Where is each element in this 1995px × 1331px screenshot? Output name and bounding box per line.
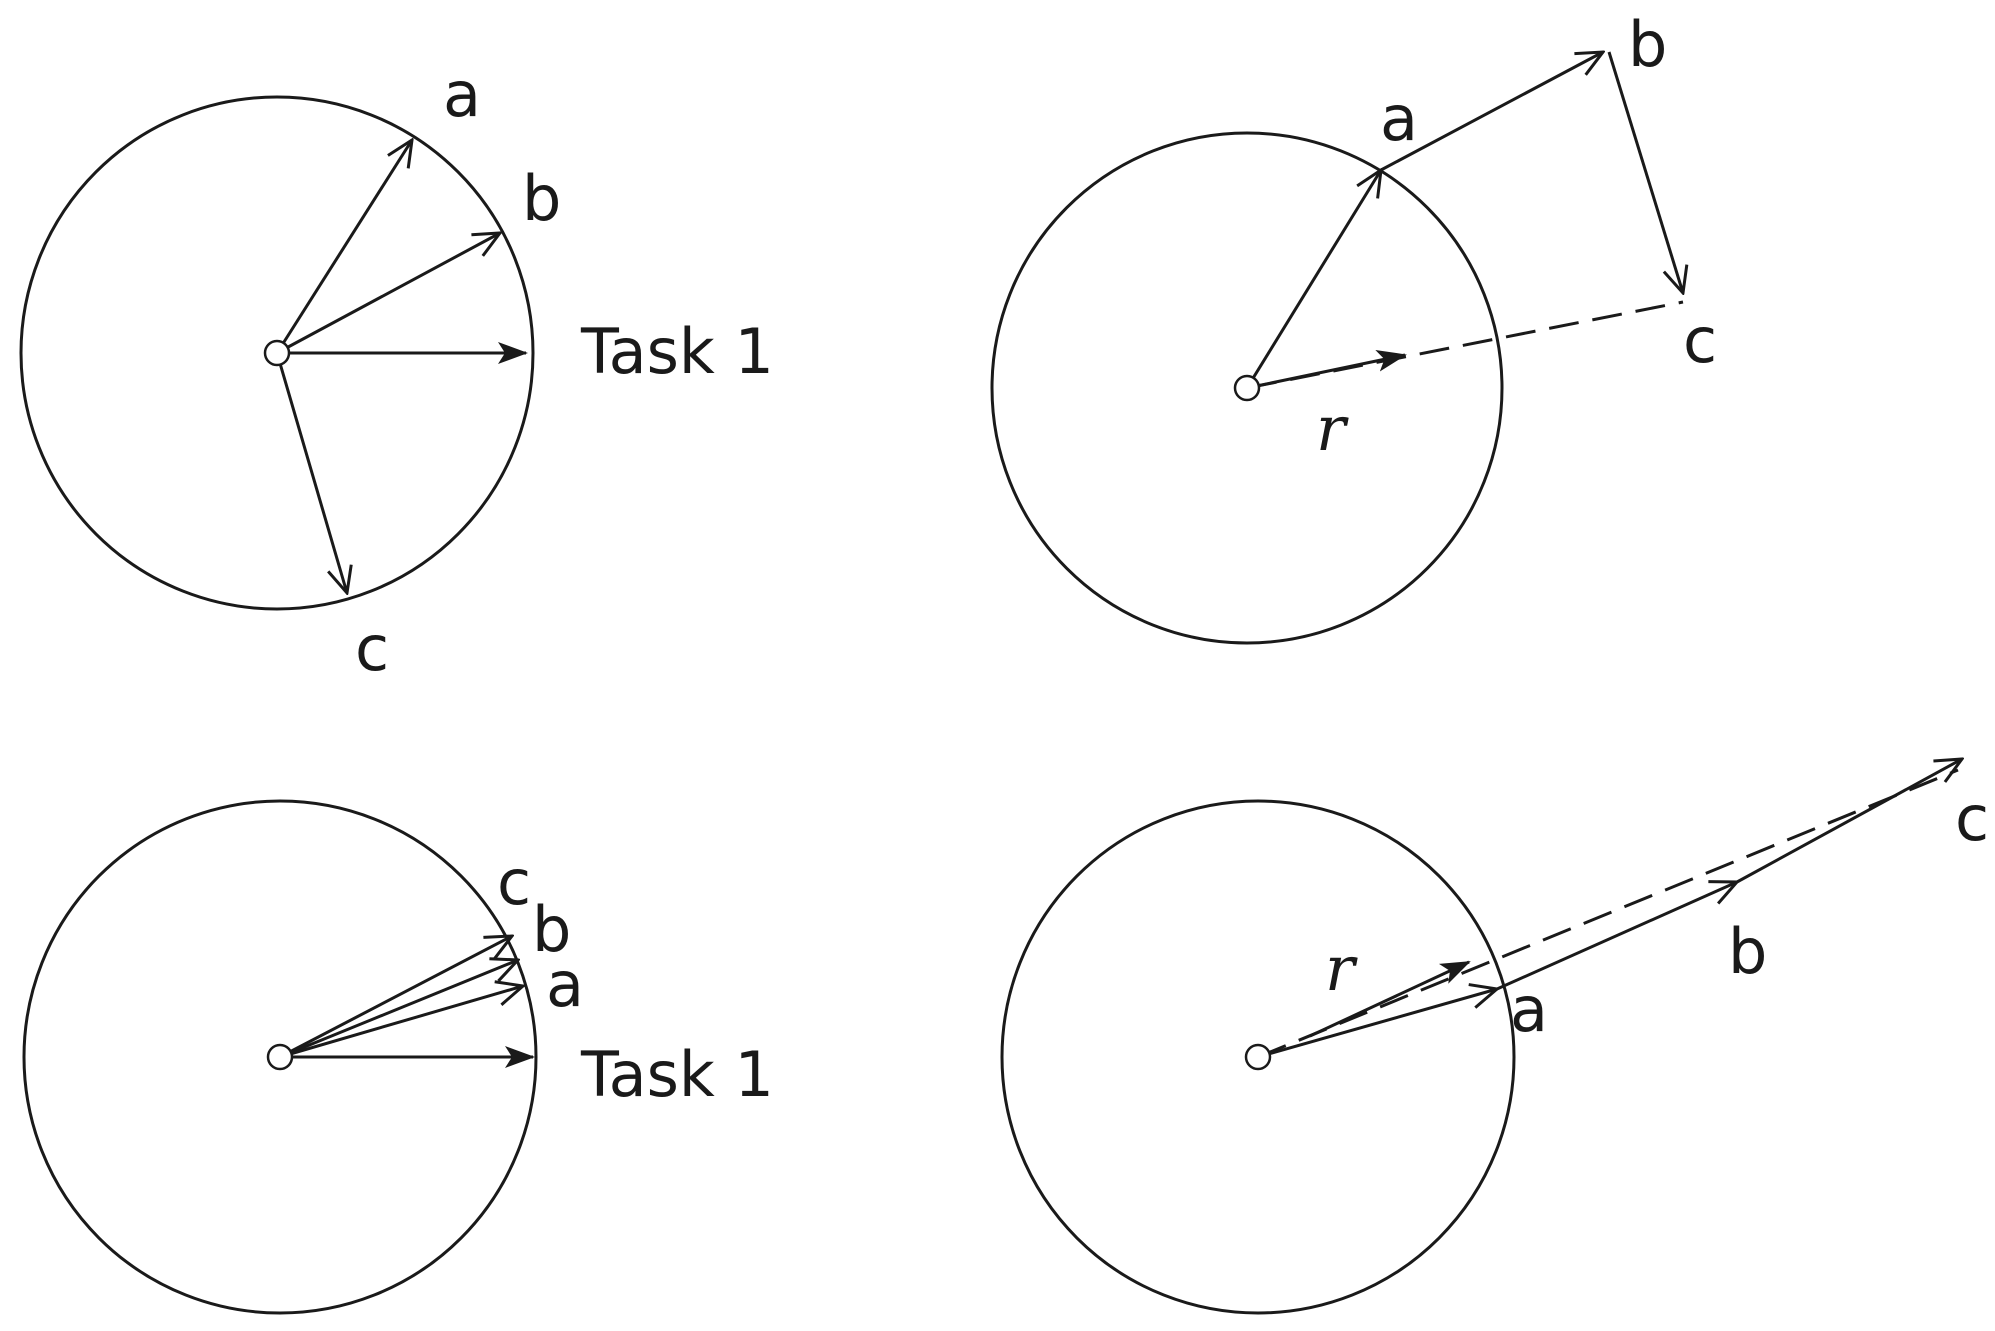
panel-bottom-right: a b c r — [1000, 759, 1989, 1315]
vector-a — [279, 986, 523, 1059]
origin-point — [263, 339, 291, 367]
vector-a — [1245, 170, 1381, 389]
label-task-1: Task 1 — [580, 315, 774, 388]
origin-point — [1244, 1043, 1272, 1071]
vector-a — [275, 140, 412, 354]
vector-c — [275, 352, 347, 593]
resultant-dashed-line — [1246, 300, 1684, 390]
vector-a — [1257, 989, 1497, 1059]
vector-c — [1736, 759, 1962, 884]
label-b: b — [532, 893, 571, 966]
origin-point — [1233, 374, 1261, 402]
panel-top-left: a b Task 1 c — [19, 58, 774, 685]
label-a: a — [546, 948, 584, 1021]
resultant-dashed-line — [1257, 768, 1959, 1059]
label-task-1: Task 1 — [580, 1038, 774, 1111]
vector-c — [279, 936, 512, 1059]
origin-point — [266, 1043, 294, 1071]
unit-circle — [19, 95, 535, 611]
label-c: c — [1955, 782, 1989, 855]
label-a: a — [1510, 973, 1548, 1046]
vector-b — [1496, 882, 1737, 991]
unit-circle — [22, 799, 538, 1315]
panel-top-right: a b c r — [990, 8, 1717, 645]
vector-b — [1380, 52, 1603, 172]
label-r: r — [1325, 932, 1358, 1005]
vector-r — [1246, 349, 1407, 390]
unit-circle — [1000, 799, 1516, 1315]
panel-bottom-left: c b a Task 1 — [22, 799, 774, 1315]
label-b: b — [1628, 8, 1667, 81]
vector-c — [1607, 51, 1683, 293]
vector-b — [279, 960, 518, 1059]
label-c: c — [355, 612, 389, 685]
vector-r — [1309, 960, 1471, 1038]
label-c: c — [497, 846, 531, 919]
label-b: b — [522, 162, 561, 235]
unit-circle — [990, 131, 1504, 645]
label-a: a — [1380, 82, 1418, 155]
label-c: c — [1683, 304, 1717, 377]
label-r: r — [1316, 392, 1349, 465]
vector-b — [276, 233, 500, 355]
label-b: b — [1728, 915, 1767, 988]
label-a: a — [443, 58, 481, 131]
